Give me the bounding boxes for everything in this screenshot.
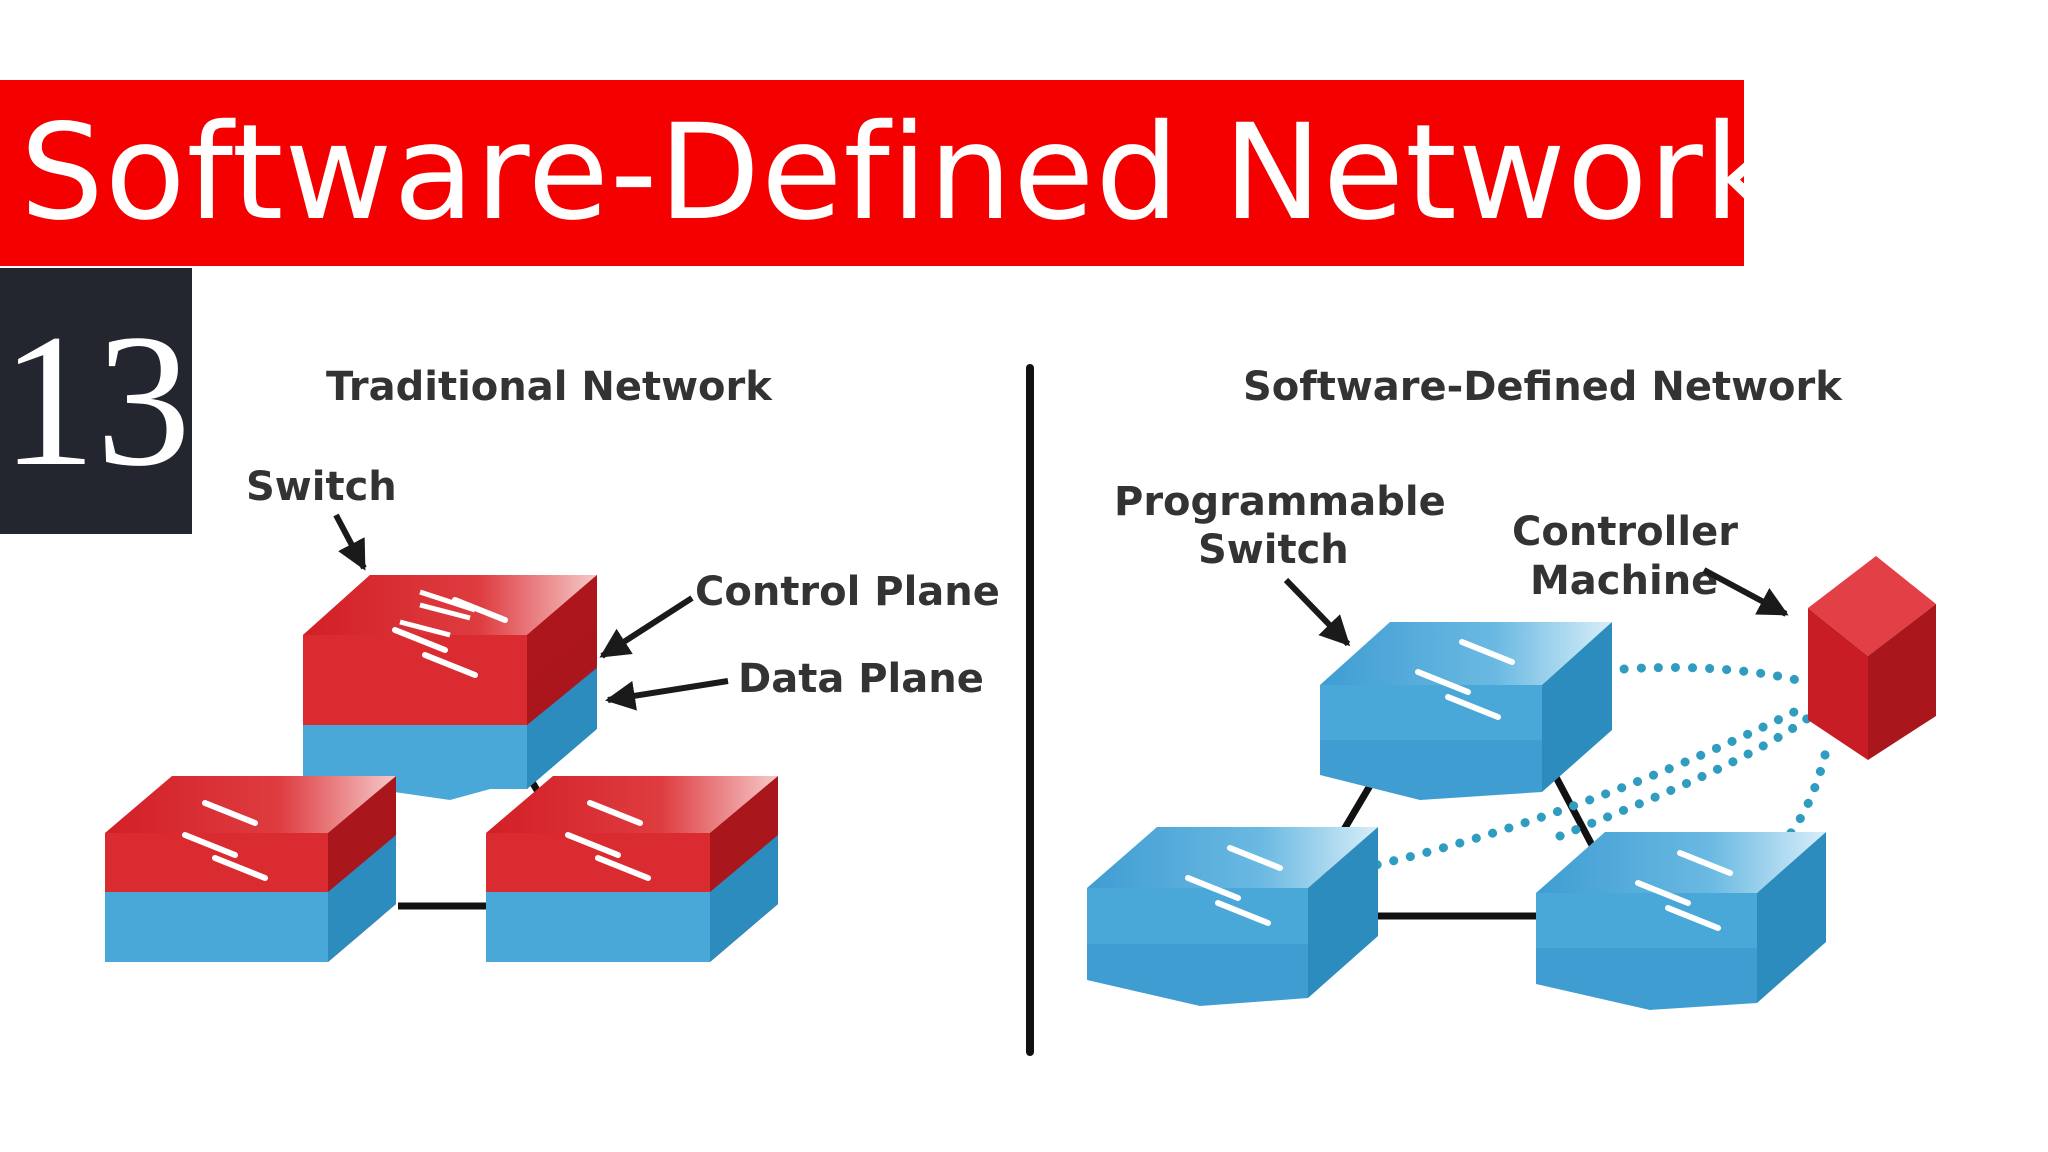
sdn-switch-top bbox=[1320, 622, 1612, 800]
data-plane-pointer-arrow bbox=[605, 678, 729, 711]
banner-title: Software-Defined Network bbox=[20, 96, 1782, 250]
traditional-heading: Traditional Network bbox=[326, 364, 773, 410]
programmable-switch-pointer-arrow bbox=[1283, 577, 1351, 647]
sdn-switch-right bbox=[1536, 832, 1826, 1010]
controller-label-line1: Controller bbox=[1512, 509, 1738, 555]
control-plane-label: Control Plane bbox=[695, 569, 1000, 615]
sdn-heading: Software-Defined Network bbox=[1243, 364, 1843, 410]
programmable-switch-label-line2: Switch bbox=[1198, 527, 1349, 573]
title-banner: Software-Defined Network bbox=[0, 80, 1780, 266]
traditional-switch-right bbox=[486, 776, 778, 962]
switch-label: Switch bbox=[246, 464, 397, 510]
controller-label-line2: Machine bbox=[1530, 558, 1718, 604]
episode-number-box: 13 bbox=[0, 268, 192, 534]
traditional-arrow-glyphs bbox=[182, 597, 651, 881]
switch-pointer-arrow bbox=[333, 513, 367, 571]
traditional-switch-top bbox=[303, 575, 597, 800]
sdn-dotted-links bbox=[1305, 662, 1833, 883]
episode-number: 13 bbox=[1, 296, 191, 506]
controller-machine bbox=[1808, 556, 1936, 760]
traditional-switch-left bbox=[105, 776, 396, 962]
sdn-arrow-glyphs bbox=[1185, 639, 1733, 931]
sdn-switch-left bbox=[1087, 827, 1378, 1006]
data-plane-label: Data Plane bbox=[738, 656, 984, 702]
control-plane-pointer-arrow bbox=[599, 595, 694, 659]
programmable-switch-label-line1: Programmable bbox=[1114, 479, 1446, 525]
controller-pointer-arrow bbox=[1702, 567, 1789, 617]
